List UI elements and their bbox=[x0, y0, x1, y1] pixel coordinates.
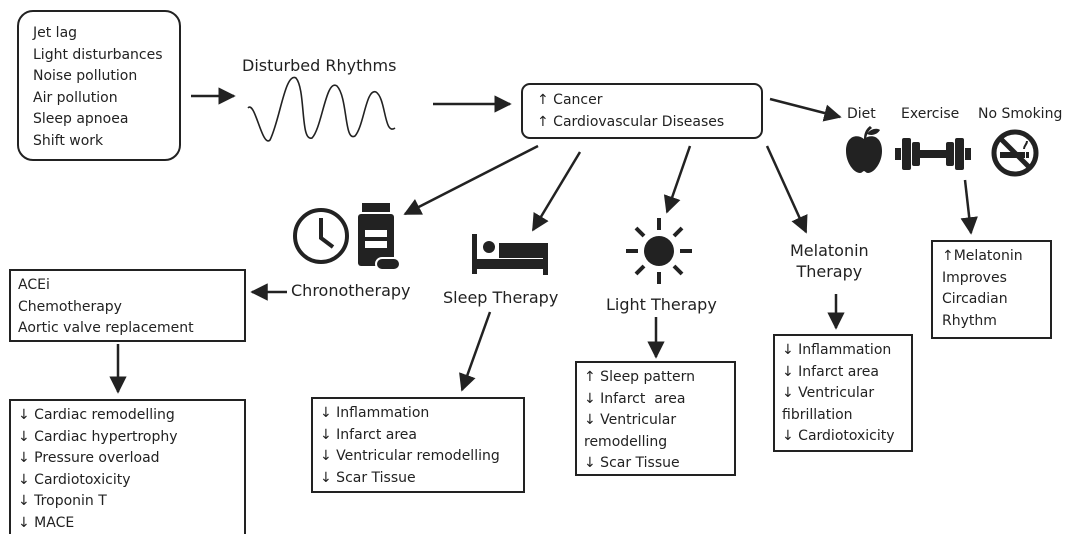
effect-item: ↓ Ventricular remodelling bbox=[320, 448, 500, 464]
factor-item: Jet lag bbox=[33, 25, 78, 41]
risk-factors-box: Jet lag Light disturbances Noise polluti… bbox=[17, 10, 181, 161]
melatonin-rhythm-line: Improves bbox=[942, 269, 1007, 286]
factor-item: Shift work bbox=[33, 132, 104, 149]
bed-icon bbox=[472, 234, 548, 275]
melatonin-therapy-label-line: Therapy bbox=[796, 262, 863, 281]
arrow-lifestyle-to-box bbox=[960, 179, 978, 235]
outcome-box: ↑ Cancer ↑ Cardiovascular Diseases bbox=[521, 83, 763, 139]
effect-item: ↓ MACE bbox=[18, 514, 75, 531]
sleep-therapy-label: Sleep Therapy bbox=[443, 288, 559, 307]
melatonin-rhythm-box: ↑Melatonin Improves Circadian Rhythm bbox=[931, 240, 1052, 339]
effect-item: ↓ Troponin T bbox=[18, 493, 107, 509]
no-smoking-icon bbox=[991, 129, 1039, 177]
melatonin-rhythm-line: Rhythm bbox=[942, 312, 997, 329]
light-therapy-effects-box: ↑ Sleep pattern ↓ Infarct area ↓ Ventric… bbox=[575, 361, 736, 476]
treatment-item: Chemotherapy bbox=[18, 298, 122, 315]
light-therapy-label: Light Therapy bbox=[606, 295, 717, 314]
arrow-outcome-to-melatonin bbox=[765, 145, 808, 234]
clock-icon bbox=[293, 208, 349, 264]
apple-icon bbox=[846, 126, 882, 173]
treatment-item: Aortic valve replacement bbox=[18, 320, 194, 336]
chronotherapy-label: Chronotherapy bbox=[291, 281, 411, 300]
factor-item: Noise pollution bbox=[33, 68, 138, 84]
dumbbell-icon bbox=[895, 138, 971, 170]
arrow-outcome-to-chronotherapy bbox=[403, 144, 539, 216]
arrow-outcome-to-light-therapy bbox=[663, 145, 692, 214]
disturbed-rhythm-wave bbox=[247, 76, 396, 142]
sleep-therapy-effects-box: ↓ Inflammation ↓ Infarct area ↓ Ventricu… bbox=[311, 397, 525, 493]
effect-item: ↓ Cardiotoxicity bbox=[18, 471, 131, 488]
outcome-item: ↑ Cardiovascular Diseases bbox=[537, 113, 725, 130]
effect-item: ↓ Cardiac remodelling bbox=[18, 407, 175, 423]
chronotherapy-effects-box: ↓ Cardiac remodelling ↓ Cardiac hypertro… bbox=[9, 399, 246, 534]
diet-label: Diet bbox=[847, 106, 876, 122]
effect-item: ↓ Scar Tissue bbox=[584, 455, 680, 471]
pill-bottle-icon bbox=[358, 203, 401, 271]
effect-item: ↑ Sleep pattern bbox=[584, 369, 695, 385]
effect-item: ↓ Infarct area bbox=[584, 390, 686, 407]
effect-item: ↓ Inflammation bbox=[320, 405, 430, 421]
arrow-outcome-to-sleep-therapy bbox=[531, 151, 582, 232]
outcome-item: ↑ Cancer bbox=[537, 92, 603, 108]
sun-icon bbox=[626, 218, 692, 284]
factor-item: Light disturbances bbox=[33, 46, 163, 63]
melatonin-rhythm-line: Circadian bbox=[942, 291, 1008, 307]
melatonin-effects-box: ↓ Inflammation ↓ Infarct area ↓ Ventricu… bbox=[773, 334, 913, 452]
disturbed-rhythms-label: Disturbed Rhythms bbox=[242, 56, 397, 75]
melatonin-therapy-label: Melatonin Therapy bbox=[790, 240, 869, 282]
effect-item: ↓ Cardiac hypertrophy bbox=[18, 428, 178, 445]
effect-item: ↓ Scar Tissue bbox=[320, 469, 416, 486]
effect-item: ↓ Ventricular fibrillation bbox=[782, 385, 875, 423]
effect-item: ↓ Ventricular remodelling bbox=[584, 412, 677, 450]
melatonin-rhythm-line: ↑Melatonin bbox=[942, 248, 1023, 264]
no-smoking-label: No Smoking bbox=[978, 106, 1063, 122]
chronotherapy-treatments-box: ACEi Chemotherapy Aortic valve replaceme… bbox=[9, 269, 246, 342]
melatonin-therapy-label-line: Melatonin bbox=[790, 241, 869, 260]
effect-item: ↓ Pressure overload bbox=[18, 450, 160, 466]
factor-item: Air pollution bbox=[33, 89, 118, 106]
effect-item: ↓ Infarct area bbox=[320, 426, 417, 443]
effect-item: ↓ Infarct area bbox=[782, 363, 879, 380]
exercise-label: Exercise bbox=[901, 106, 960, 122]
effect-item: ↓ Cardiotoxicity bbox=[782, 428, 895, 444]
factor-item: Sleep apnoea bbox=[33, 111, 129, 127]
treatment-item: ACEi bbox=[18, 277, 50, 293]
arrow-sleep-to-effects bbox=[459, 311, 492, 392]
effect-item: ↓ Inflammation bbox=[782, 342, 892, 358]
arrow-outcome-to-lifestyle bbox=[769, 97, 842, 122]
